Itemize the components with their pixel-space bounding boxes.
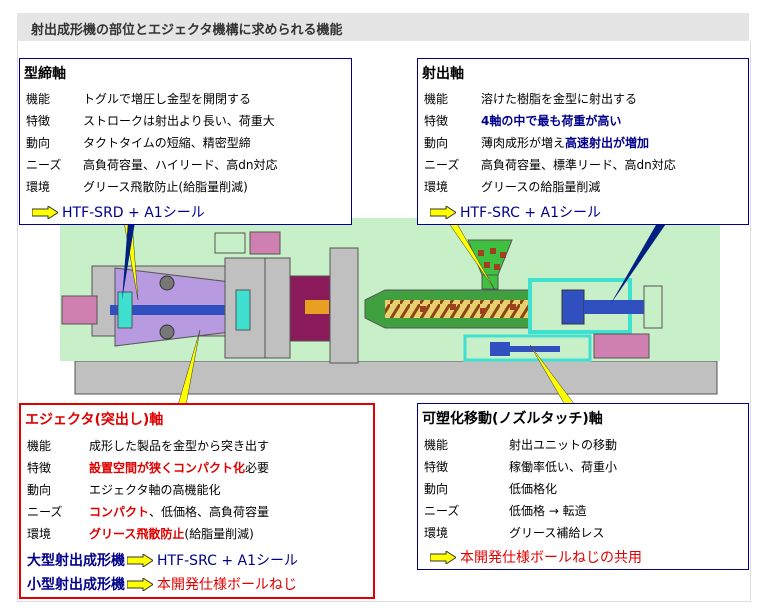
nozzle-touch-axis-title: 可塑化移動(ノズルタッチ)軸 xyxy=(422,411,603,427)
ejector-bearing xyxy=(117,291,133,329)
arrow-right-icon xyxy=(430,206,456,219)
injection-product: HTF-SRC + A1シール xyxy=(430,202,601,222)
clamp-nut xyxy=(235,289,251,331)
clamp-motor xyxy=(249,231,281,255)
injection-row-trend: 動向薄肉成形が増え高速射出が増加 xyxy=(424,136,650,150)
ejector-axis-title: エジェクタ(突出し)軸 xyxy=(25,412,164,428)
nozzle-row-trend: 動向低価格化 xyxy=(424,482,558,496)
clamp-pulley xyxy=(214,232,246,254)
clamp-row-function: 機能トグルで増圧し金型を開閉する xyxy=(26,92,252,106)
injection-pointer-blue xyxy=(610,218,670,305)
nozzle-touch-ball-screw xyxy=(510,346,560,352)
clamp-row-trend: 動向タクトタイムの短縮、精密型締 xyxy=(26,136,251,150)
clamp-product: HTF-SRD + A1シール xyxy=(32,202,205,222)
nozzle-row-needs: ニーズ低価格 → 転造 xyxy=(424,504,587,518)
arrow-right-icon xyxy=(127,554,153,567)
toggle-pin xyxy=(159,324,175,340)
arrow-right-icon xyxy=(430,551,456,564)
ejector-ball-screw xyxy=(110,305,225,315)
ejector-axis-panel: エジェクタ(突出し)軸 機能成形した製品を金型から突き出す 特徴設置空間が狭くコ… xyxy=(19,403,375,599)
injection-pulley xyxy=(643,285,663,329)
nozzle-row-feature: 特徴稼働率低い、荷重小 xyxy=(424,460,618,474)
nozzle-touch-nut xyxy=(490,342,510,356)
clamp-axis-panel: 型締軸 機能トグルで増圧し金型を開閉する 特徴ストロークは射出より長い、荷重大 … xyxy=(19,58,352,225)
ejector-row-env: 環境グリース飛散防止(給脂量削減) xyxy=(27,527,254,541)
clamp-row-feature: 特徴ストロークは射出より長い、荷重大 xyxy=(26,114,275,128)
arrow-right-icon xyxy=(127,578,153,591)
nozzle-touch-axis-panel: 可塑化移動(ノズルタッチ)軸 機能射出ユニットの移動 特徴稼働率低い、荷重小 動… xyxy=(417,403,749,570)
clamp-row-needs: ニーズ高負荷容量、ハイリード、高dn対応 xyxy=(26,158,278,172)
clamp-row-env: 環境グリース飛散防止(給脂量削減) xyxy=(26,180,248,194)
nozzle-product: 本開発仕様ボールねじの共用 xyxy=(430,547,642,567)
clamp-pointer-blue xyxy=(122,222,135,300)
small-machine-line: 小型射出成形機本開発仕様ボールねじ xyxy=(27,577,297,593)
arrow-right-icon xyxy=(32,206,58,219)
diagram-area xyxy=(17,41,751,602)
mold-cavity xyxy=(305,300,329,314)
injection-motor xyxy=(593,333,650,359)
mold-plate xyxy=(264,257,291,359)
nozzle-touch-frame xyxy=(463,334,592,362)
injection-row-needs: ニーズ高負荷容量、標準リード、高dn対応 xyxy=(424,158,676,172)
toggle-pin xyxy=(159,275,175,291)
ejector-row-feature: 特徴設置空間が狭くコンパクト化必要 xyxy=(27,461,270,475)
ejector-row-needs: ニーズコンパクト、低価格、高負荷容量 xyxy=(27,505,270,519)
ejector-motor xyxy=(61,295,98,325)
fixed-platen xyxy=(329,247,359,364)
injection-row-function: 機能溶けた樹脂を金型に射出する xyxy=(424,92,638,106)
ejector-row-trend: 動向エジェクタ軸の高機能化 xyxy=(27,483,221,497)
injection-bearing-housing xyxy=(561,289,585,325)
resin-pellets xyxy=(420,248,516,314)
injection-ball-screw xyxy=(584,300,644,314)
nozzle-row-function: 機能射出ユニットの移動 xyxy=(424,438,618,452)
page-title: 射出成形機の部位とエジェクタ機構に求められる機能 xyxy=(31,23,343,38)
injection-axis-title: 射出軸 xyxy=(422,66,464,82)
screw xyxy=(385,300,530,318)
nozzle-row-env: 環境グリース補給レス xyxy=(424,526,605,540)
machine-base xyxy=(74,360,718,395)
injection-row-env: 環境グリースの給脂量削減 xyxy=(424,180,601,194)
clamp-axis-title: 型締軸 xyxy=(24,66,66,82)
page-header: 射出成形機の部位とエジェクタ機構に求められる機能 xyxy=(17,13,749,41)
ejector-row-function: 機能成形した製品を金型から突き出す xyxy=(27,439,270,453)
